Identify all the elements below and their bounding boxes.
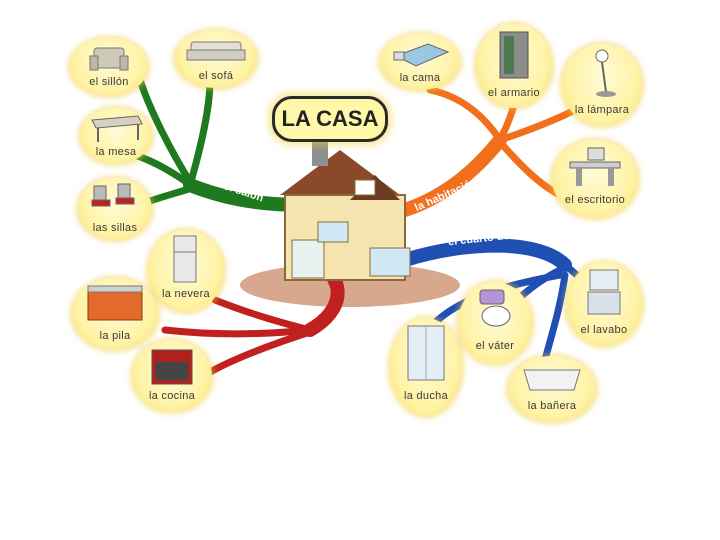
label-lampara: la lámpara bbox=[574, 104, 630, 116]
node-ducha: la ducha bbox=[390, 318, 462, 416]
node-nevera: la nevera bbox=[148, 230, 224, 312]
label-escritorio: el escritorio bbox=[564, 194, 626, 206]
label-lavabo: el lavabo bbox=[580, 324, 628, 336]
label-sillas: las sillas bbox=[92, 222, 138, 234]
desk-icon bbox=[569, 147, 621, 186]
node-cocina: la cocina bbox=[132, 340, 212, 412]
node-pila: la pila bbox=[72, 278, 158, 350]
label-cama: la cama bbox=[399, 72, 441, 84]
label-ducha: la ducha bbox=[404, 390, 448, 402]
table-icon bbox=[91, 115, 143, 142]
node-sofa: el sofá bbox=[175, 30, 257, 88]
lamp-icon bbox=[595, 49, 616, 97]
shower-icon bbox=[407, 325, 445, 381]
node-banera: la bañera bbox=[508, 356, 596, 422]
node-cama: la cama bbox=[380, 34, 460, 90]
house-icon bbox=[280, 140, 411, 281]
node-sillas: las sillas bbox=[78, 178, 152, 240]
stove-icon bbox=[151, 349, 193, 385]
kitchen-sink-icon bbox=[87, 285, 143, 321]
label-armario: el armario bbox=[488, 87, 540, 99]
wardrobe-icon bbox=[499, 31, 529, 79]
sink-icon bbox=[587, 269, 621, 315]
toilet-icon bbox=[479, 289, 511, 327]
bathtub-icon bbox=[523, 369, 581, 391]
node-escritorio: el escritorio bbox=[552, 140, 638, 218]
label-cocina: la cocina bbox=[148, 390, 196, 402]
label-sillon: el sillón bbox=[89, 76, 129, 88]
branch-habitacion-lines bbox=[398, 86, 579, 217]
label-pila: la pila bbox=[99, 330, 131, 342]
title: LA CASA bbox=[272, 96, 388, 142]
label-nevera: la nevera bbox=[162, 288, 210, 300]
chairs-icon bbox=[91, 183, 135, 207]
node-lavabo: el lavabo bbox=[566, 262, 642, 346]
label-banera: la bañera bbox=[527, 400, 577, 412]
branch-habitacion-label: la habitación bbox=[413, 176, 480, 214]
node-lampara: la lámpara bbox=[562, 44, 642, 126]
label-vater: el váter bbox=[475, 340, 515, 352]
node-mesa: la mesa bbox=[80, 108, 152, 164]
node-armario: el armario bbox=[476, 24, 552, 108]
branch-salon-lines bbox=[131, 76, 307, 212]
armchair-icon bbox=[89, 47, 129, 71]
node-sillon: el sillón bbox=[70, 38, 148, 96]
label-sofa: el sofá bbox=[198, 70, 234, 82]
label-mesa: la mesa bbox=[95, 146, 137, 158]
node-vater: el váter bbox=[458, 282, 532, 364]
fridge-icon bbox=[173, 235, 197, 283]
bed-icon bbox=[393, 43, 450, 67]
sofa-icon bbox=[186, 41, 246, 61]
